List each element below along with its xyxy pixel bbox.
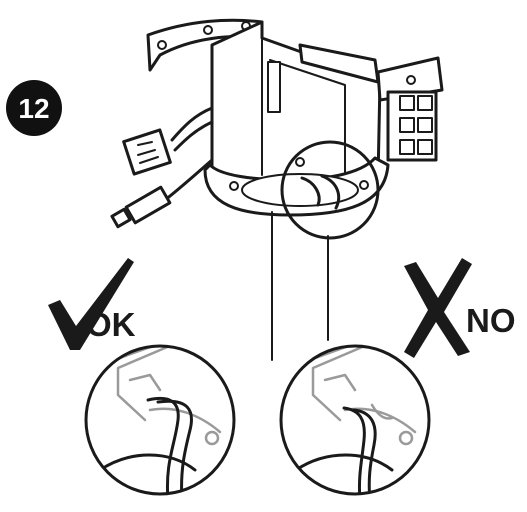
ok-verdict: OK [48, 258, 136, 350]
no-label: NO [466, 302, 516, 339]
step-badge: 12 [6, 80, 62, 136]
check-icon [48, 258, 134, 350]
terminal-block [386, 90, 438, 162]
cross-icon [404, 258, 472, 358]
step-number: 12 [18, 93, 49, 124]
no-detail-circle [279, 344, 431, 496]
magnifier-ring [280, 140, 380, 240]
no-verdict: NO [404, 258, 516, 358]
ok-label: OK [86, 306, 136, 343]
cable-connectors [110, 106, 214, 229]
mounting-bracket [110, 18, 444, 229]
ok-detail-circle [84, 344, 236, 496]
